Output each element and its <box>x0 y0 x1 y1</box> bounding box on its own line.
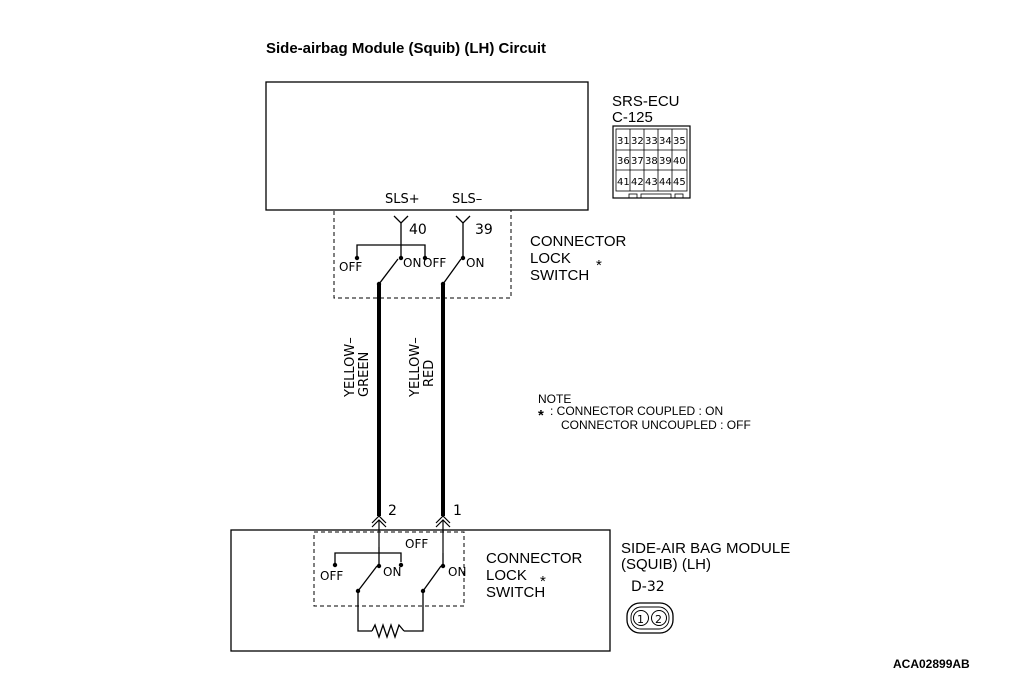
ecu-connector-face <box>612 125 691 199</box>
ecu-pin: 44 <box>659 177 672 188</box>
ecu-name: SRS-ECU <box>612 93 680 110</box>
bottom-switch-label-3: SWITCH <box>486 584 545 601</box>
ecu-pin: 42 <box>631 177 644 188</box>
note-heading: NOTE <box>538 392 571 406</box>
module-connector-id: D-32 <box>631 579 665 595</box>
bottom-switch-on-mid: ON <box>383 565 401 579</box>
top-lock-switch <box>356 244 462 285</box>
pin-39-label: 39 <box>475 222 493 238</box>
terminal-40-symbol <box>393 215 409 257</box>
module-connector-chevrons <box>371 515 451 553</box>
ecu-connector-id: C-125 <box>612 109 653 126</box>
ecu-pin: 34 <box>659 136 672 147</box>
bottom-switch-off-top: OFF <box>405 537 428 551</box>
top-switch-label-3: SWITCH <box>530 267 589 284</box>
terminal-39-symbol <box>455 215 471 257</box>
module-conn-pin-1: 1 <box>637 613 644 626</box>
module-connector-face <box>626 602 674 634</box>
module-name-line-1: SIDE-AIR BAG MODULE <box>621 540 790 557</box>
ecu-pin: 38 <box>645 156 658 167</box>
svg-text:GREEN: GREEN <box>357 352 372 397</box>
sls-minus-label: SLS– <box>452 192 482 207</box>
top-switch-label-2: LOCK <box>530 250 571 267</box>
pin-40-label: 40 <box>409 222 427 238</box>
top-switch-on-right: ON <box>466 256 484 270</box>
top-switch-off-left: OFF <box>339 260 362 274</box>
ecu-pin: 31 <box>617 136 630 147</box>
svg-text:YELLOW–: YELLOW– <box>408 337 423 398</box>
ecu-pin: 41 <box>617 177 630 188</box>
ecu-pin: 33 <box>645 136 658 147</box>
note-line-1: : CONNECTOR COUPLED : ON <box>550 404 723 418</box>
top-switch-asterisk: * <box>596 257 602 274</box>
module-pin-2-label: 2 <box>388 503 397 519</box>
bottom-switch-label-2: LOCK <box>486 567 527 584</box>
diagram-title: Side-airbag Module (Squib) (LH) Circuit <box>266 40 546 57</box>
ecu-pin: 40 <box>673 156 686 167</box>
sls-plus-label: SLS+ <box>385 192 420 207</box>
top-switch-off-right: OFF <box>423 256 446 270</box>
bottom-switch-off-left: OFF <box>320 569 343 583</box>
wire-label-yellow-green: YELLOW– GREEN <box>343 337 372 398</box>
ecu-pin: 39 <box>659 156 672 167</box>
ecu-pin: 45 <box>673 177 686 188</box>
module-pin-1-label: 1 <box>453 503 462 519</box>
note-asterisk: * <box>538 407 544 424</box>
svg-text:RED: RED <box>422 360 437 387</box>
top-switch-label-1: CONNECTOR <box>530 233 627 250</box>
module-conn-pin-2: 2 <box>655 613 662 626</box>
top-switch-box <box>333 209 512 299</box>
bottom-lock-switch <box>334 547 444 640</box>
top-switch-on-left: ON <box>403 256 421 270</box>
ecu-pin: 36 <box>617 156 630 167</box>
ecu-pin-numbers: 31 32 33 34 35 36 37 38 39 40 41 42 43 4… <box>617 136 686 188</box>
bottom-switch-on-right: ON <box>448 565 466 579</box>
srs-ecu-box <box>265 81 589 211</box>
module-name-line-2: (SQUIB) (LH) <box>621 556 711 573</box>
bottom-switch-label-1: CONNECTOR <box>486 550 583 567</box>
ecu-pin: 43 <box>645 177 658 188</box>
note-line-2: CONNECTOR UNCOUPLED : OFF <box>561 418 751 432</box>
wire-label-yellow-red: YELLOW– RED <box>408 337 437 398</box>
svg-text:YELLOW–: YELLOW– <box>343 337 358 398</box>
side-airbag-module-box <box>230 529 611 652</box>
bottom-switch-asterisk: * <box>540 573 546 590</box>
bottom-switch-contacts <box>332 562 446 594</box>
ecu-pin: 32 <box>631 136 644 147</box>
figure-code: ACA02899AB <box>893 657 970 671</box>
ecu-pin: 37 <box>631 156 644 167</box>
ecu-pin: 35 <box>673 136 686 147</box>
